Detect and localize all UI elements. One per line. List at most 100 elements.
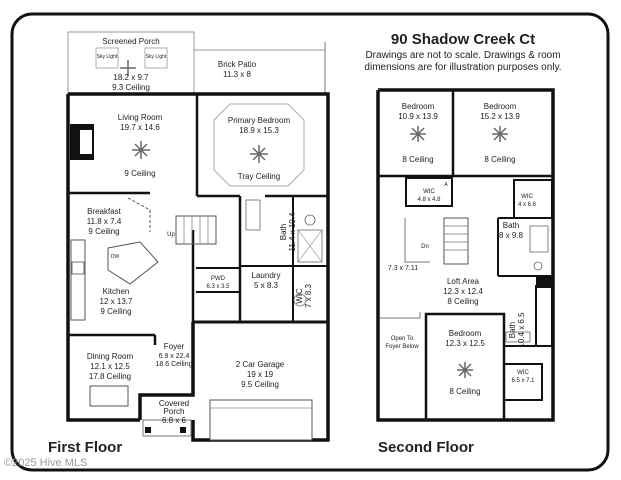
pwd-dims: 6.3 x 3.5: [206, 284, 230, 290]
wic-center-name: WIC: [423, 189, 435, 195]
dining-bay: [89, 385, 129, 407]
fireplace-opening: [80, 130, 92, 154]
skylight-left-label: Sky Light: [97, 54, 118, 60]
foyer-name: Foyer: [164, 342, 185, 351]
brick-patio-name: Brick Patio: [218, 60, 257, 69]
bath-toilet: [304, 214, 316, 226]
loft-ceiling: 8 Ceiling: [447, 297, 478, 306]
foyer-ceiling: 18.6 Ceiling: [156, 361, 193, 368]
kitchen-dims: 12 x 13.7: [100, 297, 133, 306]
chase: [536, 276, 552, 288]
covered-porch-outline: [142, 419, 192, 437]
wic-dims: 7 x 8.3: [304, 283, 313, 308]
bath-small-name: Bath: [508, 322, 517, 338]
brick-patio-dims: 11.3 x 8: [223, 70, 251, 79]
bath-shower: [297, 229, 323, 263]
fan-icon: [492, 126, 508, 142]
address-title: 90 Shadow Creek Ct: [391, 31, 535, 48]
wic-right-name: WIC: [521, 194, 533, 200]
bath-name: Bath: [279, 224, 288, 240]
laundry-washer: [293, 293, 307, 307]
loft-dims: 12.3 x 12.4: [443, 287, 483, 296]
bedroom-right-name: Bedroom: [484, 102, 517, 111]
fan-icon: [120, 60, 136, 76]
dining-room-ceiling: 17.8 Ceiling: [89, 372, 131, 381]
wic-bottom-dims: 6.5 x 7.1: [511, 378, 535, 384]
garage-name: 2 Car Garage: [236, 360, 285, 369]
wic-center-walls: [405, 177, 453, 207]
open-area-dims: 7.3 x 7.11: [388, 265, 418, 272]
primary-bedroom-name: Primary Bedroom: [228, 116, 291, 125]
skylight-right-label: Sky Light: [146, 54, 167, 60]
wic-bottom-name: WIC: [517, 370, 529, 376]
covered-porch-name-1: Covered: [159, 399, 189, 408]
tray-ceiling-outline: [213, 103, 305, 187]
bath-dims: 11.4 x 10.4: [288, 212, 297, 252]
dining-room-dims: 12.1 x 12.5: [90, 362, 130, 371]
first-floor-label: First Floor: [48, 439, 122, 456]
kitchen-name: Kitchen: [103, 287, 130, 296]
living-room-dims: 19.7 x 14.6: [120, 123, 160, 132]
foyer-dims: 6.9 x 22.4: [159, 353, 190, 360]
open-to-foyer-1: Open To: [391, 336, 414, 342]
breakfast-ceiling: 9 Ceiling: [88, 227, 119, 236]
wic-right-walls: [513, 179, 553, 219]
stair-up-label: Up: [167, 232, 175, 238]
bedroom-bottom-dims: 12.3 x 12.5: [445, 339, 485, 348]
bedroom-left-dims: 10.9 x 13.9: [398, 112, 438, 121]
bedroom-right-ceiling: 8 Ceiling: [484, 155, 515, 164]
bath-vanity: [245, 199, 261, 231]
breakfast-name: Breakfast: [87, 207, 122, 216]
small-bath-tub: [505, 331, 531, 343]
wic-center-dims: 4.8 x 4.8: [417, 197, 441, 203]
small-bath-walls: [535, 285, 553, 347]
screened-porch-dims: 18.2 x 9.7: [113, 73, 149, 82]
skylight-right: [144, 47, 168, 69]
bedroom-bottom-name: Bedroom: [449, 329, 482, 338]
first-floor-plan: [66, 31, 330, 442]
marker-a: A: [444, 182, 448, 188]
disclaimer-line-2: dimensions are for illustration purposes…: [364, 62, 561, 73]
living-room-ceiling: 9 Ceiling: [124, 169, 155, 178]
laundry-dims: 5 x 8.3: [254, 281, 279, 290]
screened-porch-ceiling: 9.3 Ceiling: [112, 83, 150, 92]
range-icon: [71, 261, 85, 275]
living-room-name: Living Room: [118, 113, 163, 122]
fan-icon: [410, 126, 426, 142]
bedroom-left-name: Bedroom: [402, 102, 435, 111]
kitchen-counter: [70, 239, 86, 321]
second-floor-label: Second Floor: [378, 439, 474, 456]
fan-icon: [132, 141, 150, 159]
garage-dims: 19 x 19: [247, 370, 274, 379]
screened-porch-name: Screened Porch: [102, 37, 159, 46]
wic-bottom-walls: [503, 363, 543, 401]
first-floor-stairs: [175, 215, 217, 245]
bath-right-name: Bath: [503, 221, 519, 230]
open-to-foyer-2: Foyer Below: [385, 344, 419, 350]
wic-right-dims: 4 x 6.6: [518, 202, 537, 208]
breakfast-bay: [127, 197, 151, 232]
railing: [404, 218, 430, 263]
kitchen-island: [107, 241, 159, 285]
first-floor-outer-wall-top: [68, 92, 330, 322]
primary-bedroom-ceiling: Tray Ceiling: [238, 172, 280, 181]
bedroom-bottom-ceiling: 8 Ceiling: [449, 387, 480, 396]
sheet-border: [10, 12, 610, 472]
pwd-name: PWD: [211, 276, 226, 282]
fan-icon: [457, 362, 473, 378]
stair-down-label: Dn: [421, 244, 429, 250]
first-floor-wall-porch: [138, 322, 195, 420]
covered-porch-name-2: Porch: [164, 407, 185, 416]
bath-toilet-2: [533, 261, 543, 271]
copyright-watermark: ©2025 Hive MLS: [4, 457, 87, 469]
first-floor-outer-wall-left: [66, 94, 140, 422]
dining-room-name: Dining Room: [87, 352, 134, 361]
laundry-name: Laundry: [252, 271, 281, 280]
kitchen-ceiling: 9 Ceiling: [100, 307, 131, 316]
bath-right-dims: 8 x 9.8: [499, 231, 524, 240]
bedroom-right-dims: 15.2 x 13.9: [480, 112, 520, 121]
second-floor-plan: [376, 88, 555, 422]
porch-post-right: [180, 427, 186, 433]
